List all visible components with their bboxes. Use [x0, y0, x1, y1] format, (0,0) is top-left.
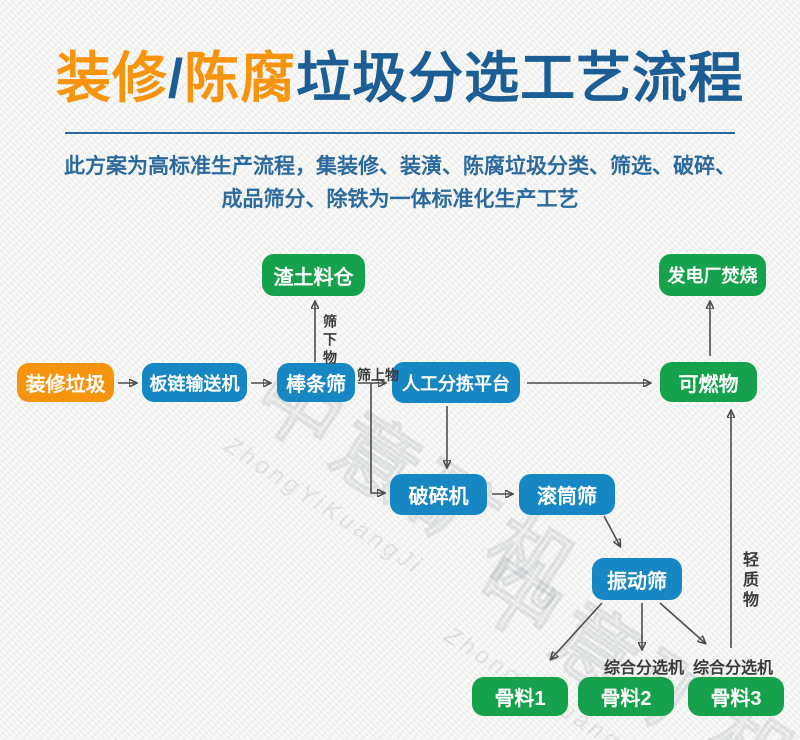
arrow-vibrating-screen-to-aggregate-1 — [551, 602, 603, 659]
node-manual-sorting-platform: 人工分拣平台 — [392, 362, 520, 403]
node-crusher: 破碎机 — [390, 474, 487, 515]
label-combined-separator-1: 综合分选机 — [604, 660, 685, 677]
title-segment-orange: 陈腐 — [184, 47, 297, 109]
node-trommel-screen: 滚筒筛 — [519, 474, 615, 515]
label-light-material: 轻质物 — [740, 551, 757, 611]
node-vibrating-screen: 振动筛 — [592, 558, 682, 600]
label-combined-separator-2: 综合分选机 — [693, 660, 774, 677]
node-renovation-waste: 装修垃圾 — [17, 363, 114, 402]
node-slag-silo: 渣土料仓 — [262, 254, 365, 296]
arrow-bar-screen-to-crusher — [370, 383, 384, 493]
title-segment-orange: 装修 — [55, 47, 168, 109]
node-aggregate-3: 骨料3 — [688, 677, 784, 716]
node-combustible: 可燃物 — [660, 362, 757, 402]
arrow-trommel-screen-to-vibrating-screen — [603, 515, 620, 546]
label-screen-underflow: 筛下物 — [322, 314, 338, 368]
page-title: 装修/陈腐垃圾分选工艺流程 — [0, 33, 800, 113]
arrow-vibrating-screen-to-separator-2 — [659, 602, 705, 643]
node-bar-screen: 棒条筛 — [277, 363, 355, 402]
node-aggregate-1: 骨料1 — [472, 677, 568, 716]
node-power-plant-incineration: 发电厂焚烧 — [659, 254, 766, 296]
node-aggregate-2: 骨料2 — [578, 677, 674, 716]
description-text: 此方案为高标准生产流程，集装修、装潢、陈腐垃圾分类、筛选、破碎、 成品筛分、除铁… — [0, 150, 800, 216]
title-slash: / — [167, 47, 185, 109]
title-segment-blue: 垃圾分选工艺流程 — [296, 47, 745, 109]
title-divider — [65, 132, 735, 134]
node-chain-conveyor: 板链输送机 — [142, 363, 247, 402]
description-line-1: 此方案为高标准生产流程，集装修、装潢、陈腐垃圾分类、筛选、破碎、 — [64, 155, 736, 178]
watermark-en-text: ZhongYiKuangJi — [219, 431, 429, 581]
description-line-2: 成品筛分、除铁为一体标准化生产工艺 — [221, 188, 579, 211]
label-screen-overflow: 筛上物 — [357, 367, 399, 383]
